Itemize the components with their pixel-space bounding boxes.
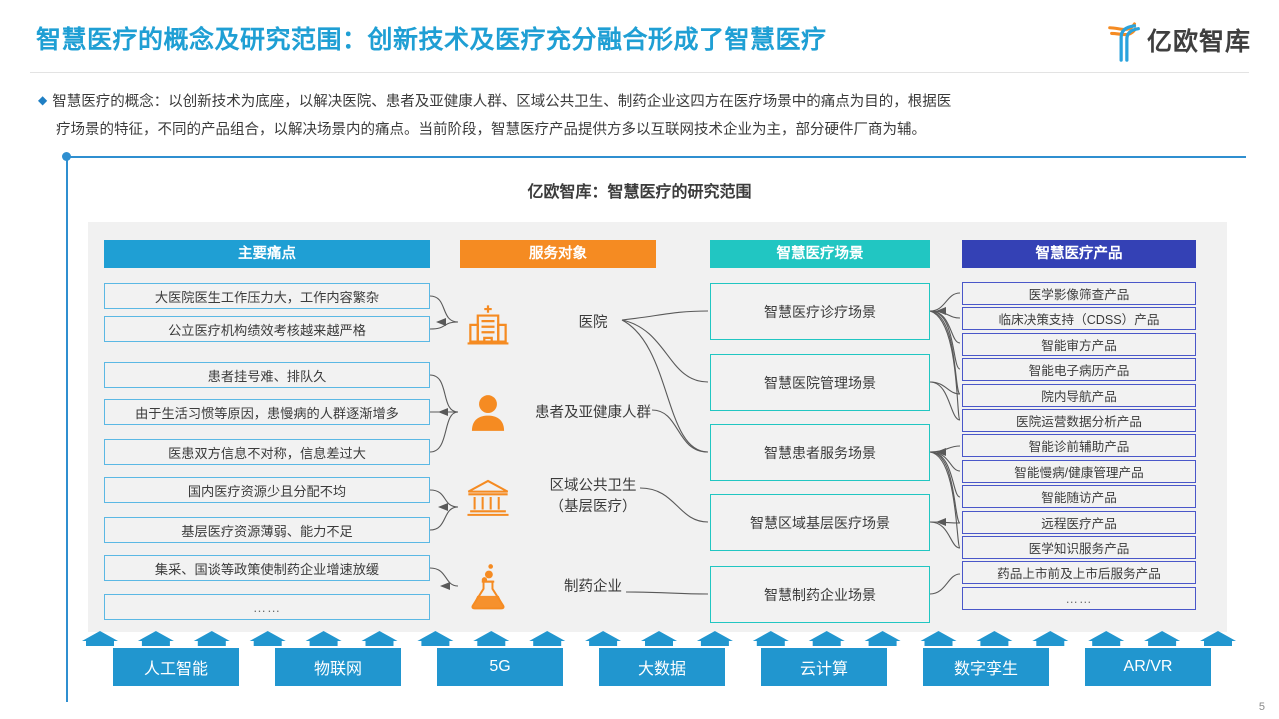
product-item[interactable]: 智能电子病历产品 bbox=[962, 358, 1196, 381]
scenario-item[interactable]: 智慧医疗诊疗场景 bbox=[710, 283, 930, 340]
frame-top-line bbox=[66, 156, 1246, 158]
diamond-bullet-icon: ◆ bbox=[38, 93, 48, 107]
service-object-item[interactable]: 患者及亚健康人群 bbox=[460, 378, 660, 448]
pain-point-item[interactable]: 由于生活习惯等原因，患慢病的人群逐渐增多 bbox=[104, 399, 430, 425]
logo-text: 亿欧智库 bbox=[1146, 27, 1251, 56]
product-item[interactable]: 智能慢病/健康管理产品 bbox=[962, 460, 1196, 483]
technology-item[interactable]: 云计算 bbox=[761, 648, 887, 686]
technology-item[interactable]: 大数据 bbox=[599, 648, 725, 686]
pain-point-item[interactable]: 医患双方信息不对称，信息差过大 bbox=[104, 439, 430, 465]
scenario-item[interactable]: 智慧患者服务场景 bbox=[710, 424, 930, 481]
product-item[interactable]: …… bbox=[962, 587, 1196, 610]
service-object-item[interactable]: 制药企业 bbox=[460, 552, 660, 622]
lead-line-2: 疗场景的特征，不同的产品组合，以解决场景内的痛点。当前阶段，智慧医疗产品提供方多… bbox=[56, 122, 926, 138]
frame-left-line bbox=[66, 156, 68, 702]
technology-item[interactable]: 物联网 bbox=[275, 648, 401, 686]
person-icon bbox=[460, 383, 516, 443]
product-item[interactable]: 智能随访产品 bbox=[962, 485, 1196, 508]
product-item[interactable]: 智能诊前辅助产品 bbox=[962, 434, 1196, 457]
technology-item[interactable]: 数字孪生 bbox=[923, 648, 1049, 686]
scenario-item[interactable]: 智慧区域基层医疗场景 bbox=[710, 494, 930, 551]
brand-logo: 亿欧智库 bbox=[1105, 20, 1251, 64]
pain-point-item[interactable]: 基层医疗资源薄弱、能力不足 bbox=[104, 517, 430, 543]
product-item[interactable]: 医学影像筛查产品 bbox=[962, 282, 1196, 305]
hospital-icon bbox=[460, 293, 516, 353]
technology-item[interactable]: AR/VR bbox=[1085, 648, 1211, 686]
pain-point-item[interactable]: 国内医疗资源少且分配不均 bbox=[104, 477, 430, 503]
product-item[interactable]: 医院运营数据分析产品 bbox=[962, 409, 1196, 432]
lead-paragraph: ◆ 智慧医疗的概念：以创新技术为底座，以解决医院、患者及亚健康人群、区域公共卫生、… bbox=[38, 86, 1244, 144]
pain-point-item[interactable]: 公立医疗机构绩效考核越来越严格 bbox=[104, 316, 430, 342]
scenario-item[interactable]: 智慧医院管理场景 bbox=[710, 354, 930, 411]
service-object-label: 医院 bbox=[578, 314, 608, 331]
column-header-object: 服务对象 bbox=[460, 240, 656, 268]
service-object-label: 区域公共卫生 （基层医疗） bbox=[526, 476, 660, 518]
product-item[interactable]: 医学知识服务产品 bbox=[962, 536, 1196, 559]
product-item[interactable]: 院内导航产品 bbox=[962, 384, 1196, 407]
yiou-sprout-logo-icon bbox=[1108, 22, 1140, 62]
product-item[interactable]: 药品上市前及上市后服务产品 bbox=[962, 561, 1196, 584]
technology-item[interactable]: 人工智能 bbox=[113, 648, 239, 686]
pain-point-item[interactable]: 集采、国谈等政策使制药企业增速放缓 bbox=[104, 555, 430, 581]
title-divider bbox=[30, 72, 1249, 73]
flask-icon bbox=[460, 557, 516, 617]
page-number: 5 bbox=[1258, 701, 1265, 713]
service-object-label-line1: 区域公共卫生 bbox=[549, 478, 637, 494]
service-object-label-line2: （基层医疗） bbox=[549, 499, 637, 515]
lead-text-1: 智慧医疗的概念：以创新技术为底座，以解决医院、患者及亚健康人群、区域公共卫生、制… bbox=[52, 94, 952, 110]
scenario-item[interactable]: 智慧制药企业场景 bbox=[710, 566, 930, 623]
page-title: 智慧医疗的概念及研究范围：创新技术及医疗充分融合形成了智慧医疗 bbox=[36, 26, 827, 54]
column-header-scene: 智慧医疗场景 bbox=[710, 240, 930, 268]
pain-point-item[interactable]: …… bbox=[104, 594, 430, 620]
technology-item[interactable]: 5G bbox=[437, 648, 563, 686]
lead-line-1: ◆ 智慧医疗的概念：以创新技术为底座，以解决医院、患者及亚健康人群、区域公共卫生、… bbox=[38, 86, 1244, 116]
service-object-item[interactable]: 区域公共卫生 （基层医疗） bbox=[460, 462, 660, 532]
column-header-product: 智慧医疗产品 bbox=[962, 240, 1196, 268]
product-item[interactable]: 临床决策支持（CDSS）产品 bbox=[962, 307, 1196, 330]
institution-icon bbox=[460, 467, 516, 527]
service-object-item[interactable]: 医院 bbox=[460, 288, 660, 358]
product-item[interactable]: 智能审方产品 bbox=[962, 333, 1196, 356]
column-header-pain: 主要痛点 bbox=[104, 240, 430, 268]
pain-point-item[interactable]: 大医院医生工作压力大，工作内容繁杂 bbox=[104, 283, 430, 309]
service-object-label: 患者及亚健康人群 bbox=[535, 404, 651, 421]
service-object-label: 制药企业 bbox=[564, 578, 622, 595]
pain-point-item[interactable]: 患者挂号难、排队久 bbox=[104, 362, 430, 388]
product-item[interactable]: 远程医疗产品 bbox=[962, 511, 1196, 534]
chart-title: 亿欧智库：智慧医疗的研究范围 bbox=[527, 184, 752, 201]
